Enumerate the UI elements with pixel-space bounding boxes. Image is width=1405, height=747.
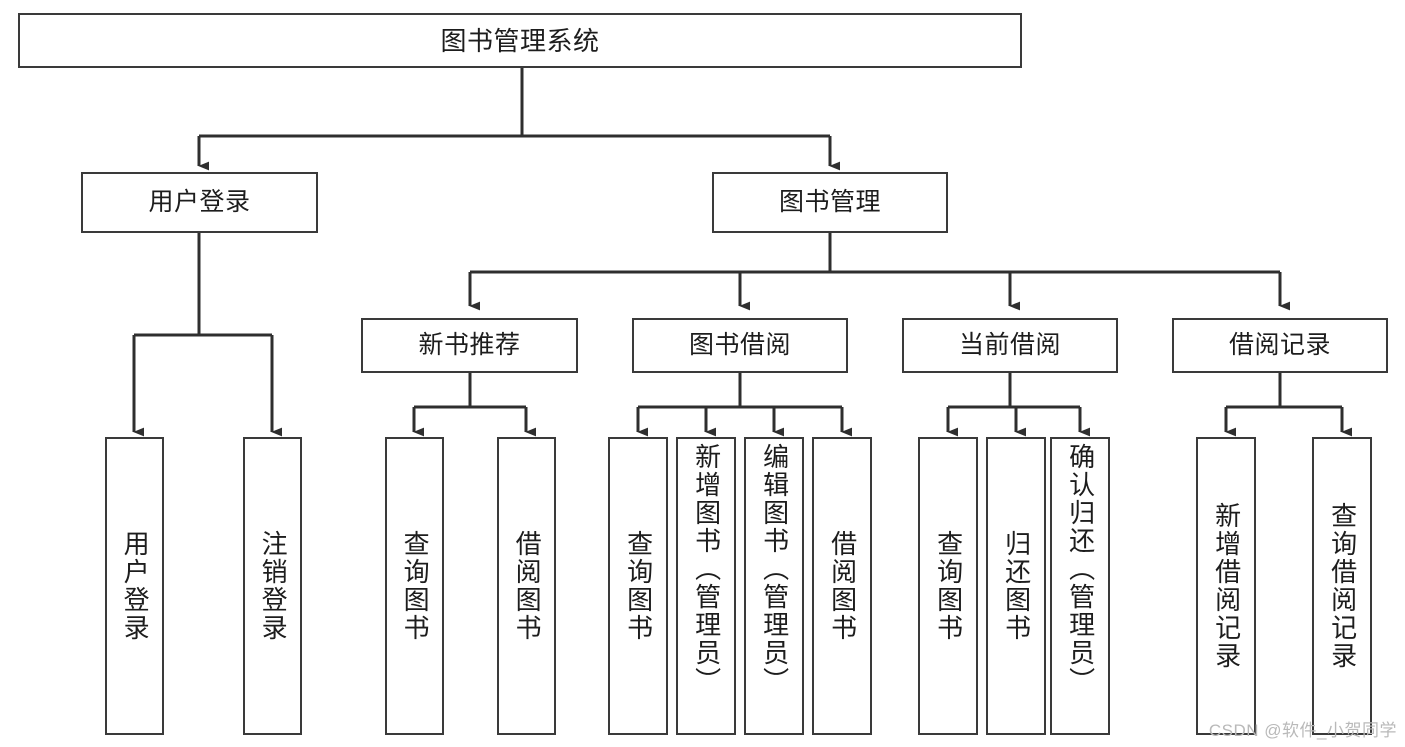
- node-borrow-record-label: 借阅记录: [1228, 331, 1331, 359]
- leaf-borrow-book-2-label: 借阅图书: [827, 530, 858, 642]
- node-book-borrow[interactable]: 图书借阅: [632, 318, 848, 373]
- leaf-confirm-return[interactable]: 确认归还（管理员）: [1050, 437, 1110, 735]
- leaf-query-record-label: 查询借阅记录: [1327, 502, 1358, 670]
- leaf-query-book-1-label: 查询图书: [400, 530, 431, 642]
- node-book-borrow-label: 图书借阅: [688, 331, 791, 359]
- node-root[interactable]: 图书管理系统: [18, 13, 1022, 68]
- leaf-query-book-2[interactable]: 查询图书: [608, 437, 668, 735]
- leaf-borrow-book-1-label: 借阅图书: [512, 530, 543, 642]
- node-current-borrow-label: 当前借阅: [958, 331, 1061, 359]
- leaf-user-logout[interactable]: 注销登录: [243, 437, 302, 735]
- leaf-query-book-1[interactable]: 查询图书: [385, 437, 444, 735]
- node-new-book-recommend[interactable]: 新书推荐: [361, 318, 578, 373]
- leaf-edit-book-label: 编辑图书（管理员）: [759, 443, 790, 695]
- node-root-label: 图书管理系统: [440, 25, 600, 56]
- leaf-user-login-label: 用户登录: [120, 530, 151, 642]
- leaf-return-book-label: 归还图书: [1001, 530, 1032, 642]
- leaf-query-book-2-label: 查询图书: [623, 530, 654, 642]
- leaf-query-record[interactable]: 查询借阅记录: [1312, 437, 1372, 735]
- node-new-book-recommend-label: 新书推荐: [418, 331, 521, 359]
- leaf-query-book-3[interactable]: 查询图书: [918, 437, 978, 735]
- node-user-login-label: 用户登录: [148, 188, 251, 216]
- node-borrow-record[interactable]: 借阅记录: [1172, 318, 1388, 373]
- leaf-borrow-book-2[interactable]: 借阅图书: [812, 437, 872, 735]
- node-book-manage-label: 图书管理: [778, 188, 881, 216]
- node-book-manage[interactable]: 图书管理: [712, 172, 948, 233]
- leaf-user-logout-label: 注销登录: [258, 530, 289, 642]
- leaf-confirm-return-label: 确认归还（管理员）: [1065, 443, 1096, 695]
- leaf-edit-book[interactable]: 编辑图书（管理员）: [744, 437, 804, 735]
- node-user-login[interactable]: 用户登录: [81, 172, 318, 233]
- leaf-user-login[interactable]: 用户登录: [105, 437, 164, 735]
- leaf-add-record-label: 新增借阅记录: [1211, 502, 1242, 670]
- leaf-return-book[interactable]: 归还图书: [986, 437, 1046, 735]
- leaf-add-record[interactable]: 新增借阅记录: [1196, 437, 1256, 735]
- node-current-borrow[interactable]: 当前借阅: [902, 318, 1118, 373]
- leaf-add-book[interactable]: 新增图书（管理员）: [676, 437, 736, 735]
- leaf-add-book-label: 新增图书（管理员）: [691, 443, 722, 695]
- leaf-query-book-3-label: 查询图书: [933, 530, 964, 642]
- leaf-borrow-book-1[interactable]: 借阅图书: [497, 437, 556, 735]
